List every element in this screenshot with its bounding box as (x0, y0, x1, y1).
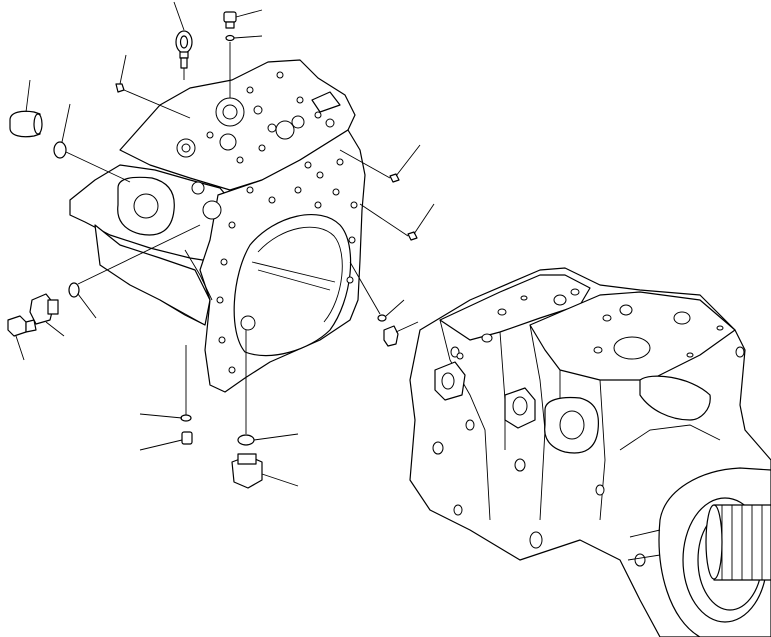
eye-bolt (173, 1, 193, 80)
right-fitting (349, 261, 419, 347)
cover-plug-left (9, 79, 131, 183)
right-top-bolts (339, 144, 435, 241)
side-fitting-left (7, 224, 201, 361)
bottom-plugs (139, 330, 299, 489)
small-bolt-top (115, 54, 191, 119)
pump-case (69, 59, 366, 393)
plug-top (223, 9, 263, 98)
assembled-pump (409, 267, 771, 637)
